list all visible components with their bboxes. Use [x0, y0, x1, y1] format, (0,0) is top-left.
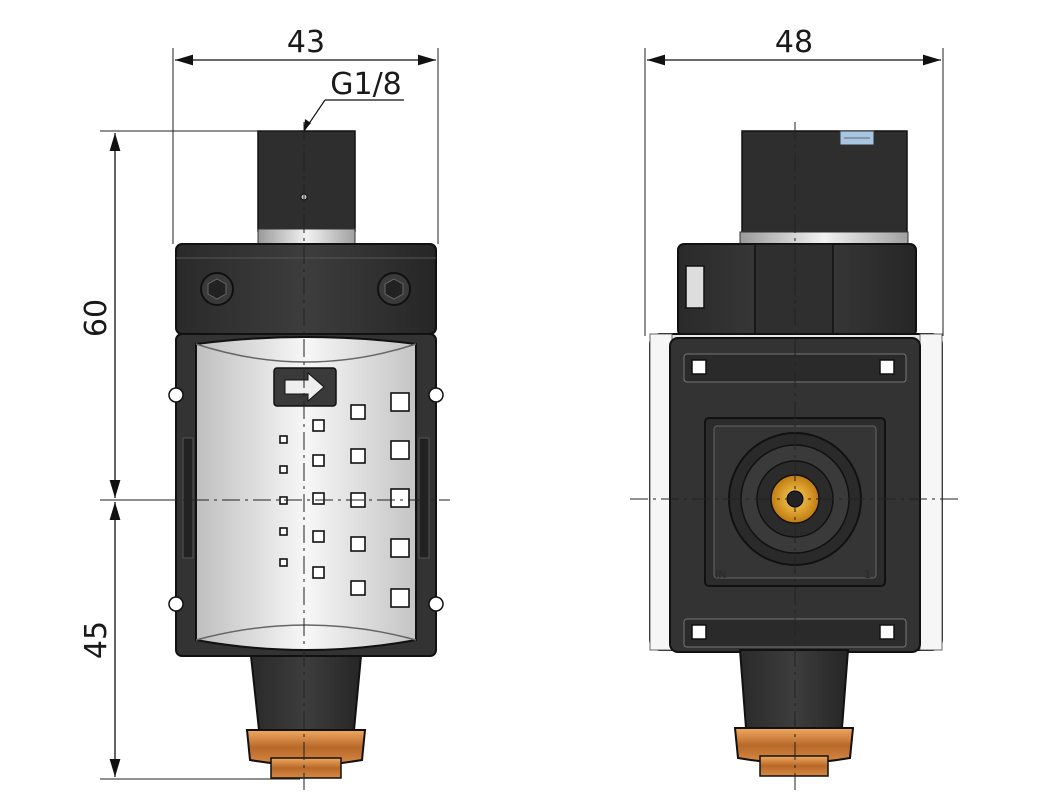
side-view: Tmax 50°C P1max 12bar IN 1 48	[630, 25, 960, 790]
port-number-label: 1	[864, 568, 871, 581]
vent-pattern	[279, 392, 410, 608]
thread-label: G1/8	[330, 67, 402, 102]
pressure-label: P1max 12bar	[741, 626, 845, 642]
front-view: 43 G1/8 60 45	[79, 25, 450, 790]
width-dimension-front: 43	[287, 25, 325, 60]
upper-height-dimension: 60	[79, 299, 114, 337]
port-in-label: IN	[715, 568, 726, 581]
width-dimension-side: 48	[775, 25, 813, 60]
lower-height-dimension: 45	[79, 621, 114, 659]
temperature-label: Tmax 50°C	[753, 361, 837, 377]
